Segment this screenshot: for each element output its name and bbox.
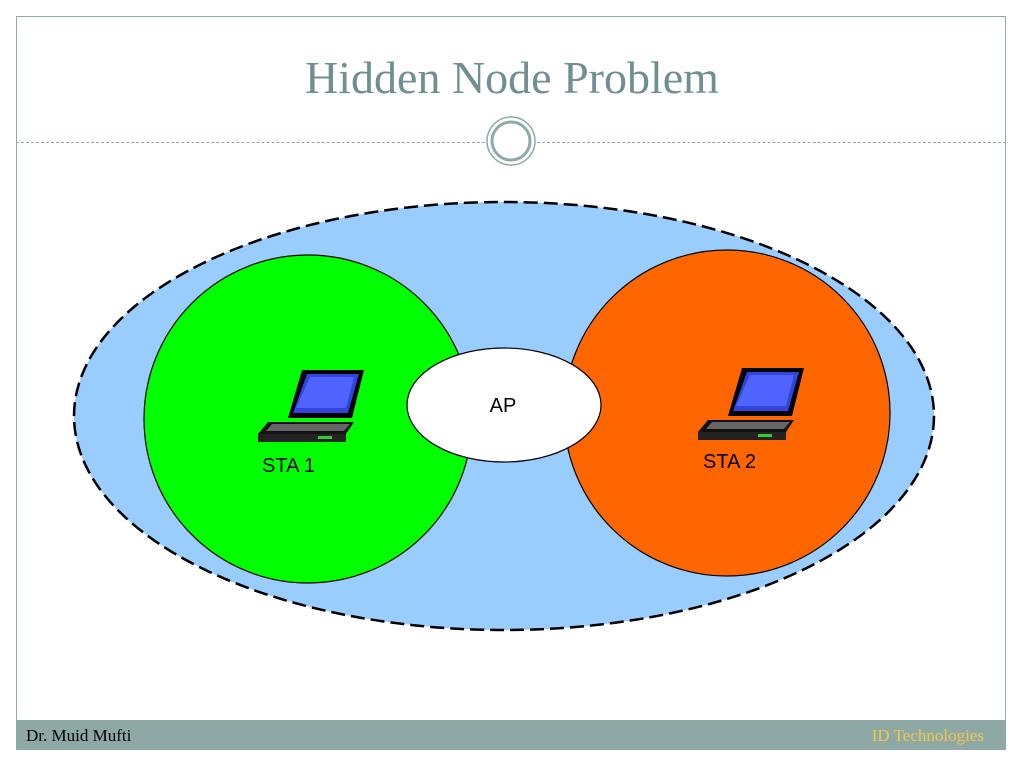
sta2-range-circle (563, 249, 891, 577)
ap-label: AP (490, 395, 517, 417)
footer-organization: ID Technologies (871, 726, 984, 745)
laptop-icon (258, 370, 364, 442)
ring-icon (486, 116, 536, 166)
laptop-icon (698, 368, 804, 440)
footer-bar: Dr. Muid Mufti ID Technologies (16, 720, 1006, 750)
footer-author: Dr. Muid Mufti (26, 726, 132, 745)
sta1-label: STA 1 (262, 455, 315, 477)
access-point-node (406, 347, 602, 463)
slide-title: Hidden Node Problem (305, 52, 719, 103)
sta2-label: STA 2 (703, 451, 756, 473)
